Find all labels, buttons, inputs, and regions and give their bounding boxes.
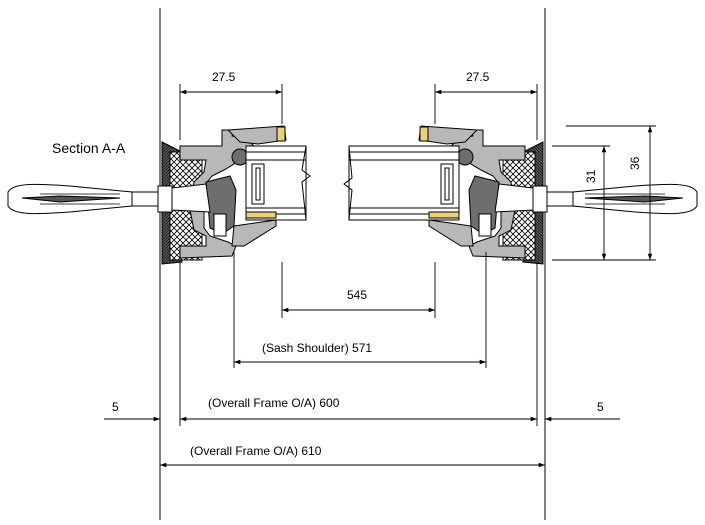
left-fixing-anchor xyxy=(7,183,211,215)
dim-label-5-right: 5 xyxy=(597,400,604,414)
left-seal-yellow xyxy=(276,126,286,142)
dim-label-5-left: 5 xyxy=(112,400,119,414)
right-frame-section xyxy=(348,125,698,265)
dim-label-36: 36 xyxy=(628,156,642,170)
dim-label-610: (Overall Frame O/A) 610 xyxy=(190,444,322,458)
dim-label-27-5-left: 27.5 xyxy=(212,70,236,84)
dim-label-545: 545 xyxy=(347,288,368,302)
left-frame-section xyxy=(7,125,311,265)
dimension-lines xyxy=(104,84,656,468)
opening-lines xyxy=(159,8,546,520)
dim-label-31: 31 xyxy=(584,169,598,183)
section-title: Section A-A xyxy=(52,140,126,156)
dim-label-27-5-right: 27.5 xyxy=(466,70,490,84)
left-bead xyxy=(231,219,277,247)
left-sash-top xyxy=(226,125,287,145)
right-glass-break xyxy=(343,145,353,221)
left-glass-unit xyxy=(245,145,311,221)
dim-label-571: (Sash Shoulder) 571 xyxy=(262,341,373,355)
dim-label-600: (Overall Frame O/A) 600 xyxy=(208,396,340,410)
